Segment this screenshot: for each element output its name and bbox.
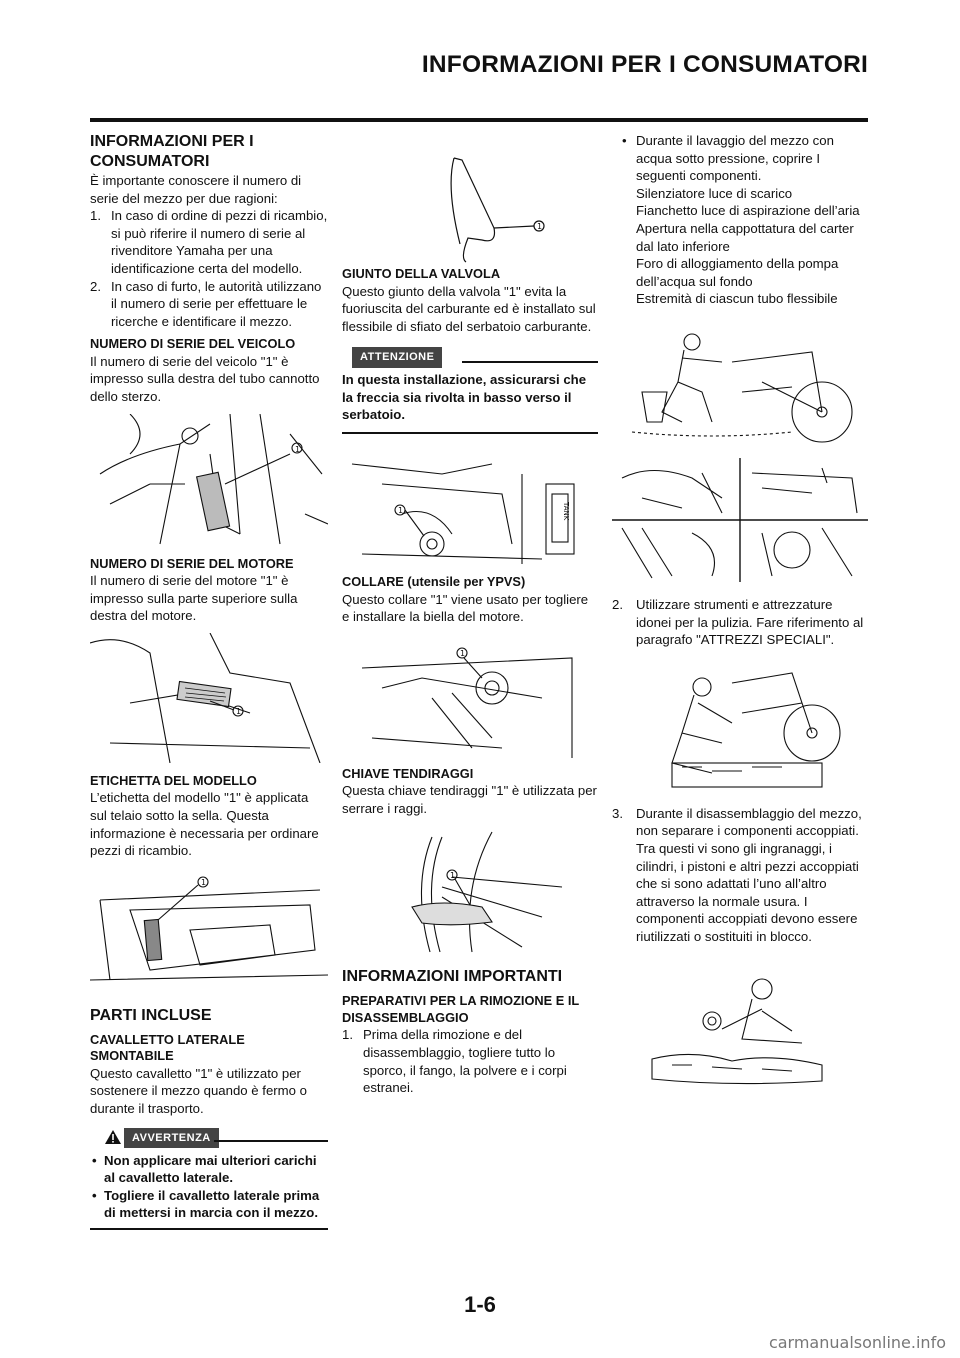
column-1: INFORMAZIONI PER I CONSUMATORI È importa… <box>90 132 328 1230</box>
list-number: 1. <box>90 208 101 224</box>
vin-heading: NUMERO DI SERIE DEL VEICOLO <box>90 336 296 352</box>
warning-badge: AVVERTENZA <box>124 1127 219 1149</box>
list-item: 2. In caso di furto, le autorità utilizza… <box>90 278 328 331</box>
list-number: 3. <box>612 805 623 821</box>
warning-text: Togliere il cavalletto laterale prima di… <box>104 1187 320 1221</box>
list-text: Durante il disassemblaggio del mezzo, no… <box>636 805 862 944</box>
column-2: 1 GIUNTO DELLA VALVOLA Questo giunto del… <box>342 148 598 1097</box>
list-item: 1. In caso di ordine di pezzi di ricambio… <box>90 207 328 277</box>
figure-covered-components <box>612 457 868 582</box>
collar-text: Questo collare "1" viene usato per togli… <box>342 591 589 625</box>
figure-mechanic-tools <box>612 663 868 793</box>
figure-side-stand: 1 <box>342 148 598 266</box>
engine-serial-text: Il numero di serie del motore "1" è impr… <box>90 573 298 624</box>
fig-callout: 1 <box>295 445 300 454</box>
section-title-consumer-info: INFORMAZIONI PER I CONSUMATORI <box>90 133 254 170</box>
warning-icon <box>104 1129 122 1150</box>
washing-component: Apertura nella cappottatura del carter d… <box>636 220 854 254</box>
vin-text: Il numero di serie del veicolo "1" è imp… <box>90 353 320 405</box>
engine-serial-heading: NUMERO DI SERIE DEL MOTORE <box>90 555 294 571</box>
fig-callout: 1 <box>450 871 455 880</box>
stand-heading: CAVALLETTO LATERALE SMONTABILE <box>90 1031 245 1064</box>
list-item: 2. Utilizzare strumenti e attrezzature id… <box>612 596 868 649</box>
fig-callout: 1 <box>398 506 403 515</box>
fig-callout: 1 <box>537 222 542 231</box>
list-text: In caso di furto, le autorità utilizzano… <box>111 278 322 329</box>
valve-joint-heading: GIUNTO DELLA VALVOLA <box>342 266 501 281</box>
warning-text: Non applicare mai ulteriori carichi al c… <box>104 1152 317 1186</box>
list-item: 1. Prima della rimozione e del disassembl… <box>342 1026 598 1096</box>
caution-header: ATTENZIONE <box>342 347 598 368</box>
list-number: 1. <box>342 1027 353 1043</box>
header-rule <box>90 118 868 122</box>
washing-bullet: • Durante il lavaggio del mezzo con acqu… <box>612 132 868 308</box>
figure-steering-head-vin: 1 <box>90 413 328 546</box>
warning-item: •Togliere il cavalletto laterale prima d… <box>92 1187 320 1221</box>
list-number: 2. <box>90 278 101 294</box>
list-text: In caso di ordine di pezzi di ricambio, … <box>111 208 328 276</box>
caution-bottom-rule <box>342 432 598 435</box>
spoke-wrench-heading: CHIAVE TENDIRAGGI <box>342 765 474 781</box>
fig-callout: 1 <box>236 707 241 716</box>
figure-mated-parts <box>612 969 868 1089</box>
section-title-important-info: INFORMAZIONI IMPORTANTI <box>342 968 563 986</box>
figure-engine-serial: 1 <box>90 632 328 763</box>
warning-item: •Non applicare mai ulteriori carichi al … <box>92 1152 317 1186</box>
washing-component: Fianchetto luce di aspirazione dell’aria <box>636 203 860 219</box>
list-item: 3. Durante il disassemblaggio del mezzo, … <box>612 805 868 946</box>
caution-badge: ATTENZIONE <box>352 347 443 368</box>
fig-callout: 1 <box>201 878 206 887</box>
figure-spoke-wrench: 1 <box>342 827 598 957</box>
collar-heading: COLLARE (utensile per YPVS) <box>342 574 526 590</box>
washing-component: Silenziatore luce di scarico <box>636 185 793 201</box>
warning-bottom-rule <box>90 1227 328 1230</box>
figure-valve-joint: TANK 1 <box>342 444 598 568</box>
list-text: Utilizzare strumenti e attrezzature idon… <box>636 596 864 648</box>
watermark: carmanualsonline.info <box>768 1333 946 1352</box>
list-text: Prima della rimozione e del disassemblag… <box>363 1027 567 1096</box>
washing-component: Estremità di ciascun tubo flessibile <box>636 291 838 307</box>
washing-component: Foro di alloggiamento della pompa dell’a… <box>636 256 839 289</box>
washing-text: Durante il lavaggio del mezzo con acqua … <box>636 133 834 184</box>
spoke-wrench-text: Questa chiave tendiraggi "1" è utilizzat… <box>342 783 597 816</box>
caution-text: In questa installazione, assicurarsi che… <box>342 372 587 423</box>
model-label-text: L’etichetta del modello "1" è applicata … <box>90 790 319 859</box>
fig-callout: 1 <box>460 649 465 658</box>
figure-washing-motorcycle <box>612 322 868 450</box>
column-3: • Durante il lavaggio del mezzo con acqu… <box>612 132 868 1089</box>
page-number: 1-6 <box>464 1292 496 1317</box>
warning-header: AVVERTENZA <box>90 1127 328 1150</box>
tank-label: TANK <box>562 501 570 521</box>
list-number: 2. <box>612 596 623 612</box>
prep-heading: PREPARATIVI PER LA RIMOZIONE E IL DISASS… <box>342 993 579 1025</box>
page-header-title: INFORMAZIONI PER I CONSUMATORI <box>421 51 868 78</box>
intro-text: È importante conoscere il numero di seri… <box>90 173 302 206</box>
stand-text: Questo cavalletto "1" è utilizzato per s… <box>90 1065 307 1116</box>
figure-collar-tool: 1 <box>342 638 598 764</box>
model-label-heading: ETICHETTA DEL MODELLO <box>90 772 257 788</box>
figure-model-label: 1 <box>90 870 328 990</box>
valve-joint-text: Questo giunto della valvola "1" evita la… <box>342 283 596 334</box>
section-title-included-parts: PARTI INCLUSE <box>90 1006 212 1024</box>
